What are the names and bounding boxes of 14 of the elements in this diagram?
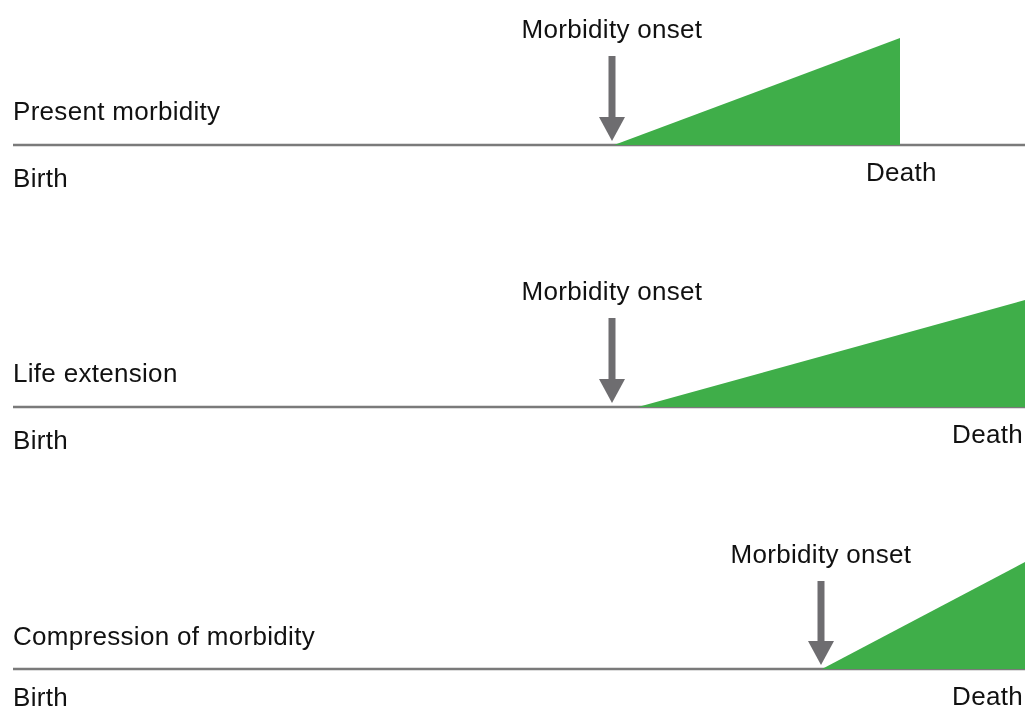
timeline-end-label: Death bbox=[952, 683, 1023, 709]
event-label: Morbidity onset bbox=[521, 278, 703, 304]
arrow bbox=[599, 56, 625, 141]
scenario-title: Compression of morbidity bbox=[13, 623, 315, 649]
scenario-title: Life extension bbox=[13, 360, 178, 386]
event-label: Morbidity onset bbox=[521, 16, 703, 42]
timeline-start-label: Birth bbox=[13, 165, 68, 191]
timeline-end-label: Death bbox=[952, 421, 1023, 447]
timeline-start-label: Birth bbox=[13, 427, 68, 453]
arrow bbox=[808, 581, 834, 665]
scenario-title: Present morbidity bbox=[13, 98, 221, 124]
timeline-start-label: Birth bbox=[13, 684, 68, 710]
timeline-end-label: Death bbox=[866, 159, 937, 185]
event-label: Morbidity onset bbox=[730, 541, 912, 567]
